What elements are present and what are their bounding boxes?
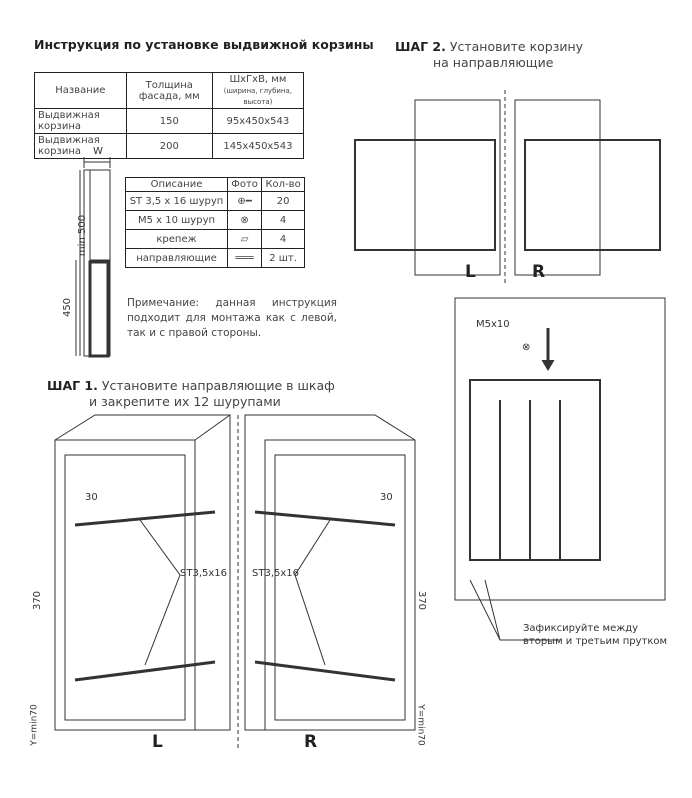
table-row: направляющие═══2 шт.	[124, 248, 305, 268]
width-dimension: W	[93, 146, 103, 157]
spacing-dimension-right: 370	[416, 590, 428, 611]
right-label: R	[532, 262, 546, 282]
right-label: R	[304, 732, 318, 752]
offset-dimension-left: 30	[85, 492, 98, 503]
bolt-label: M5x10	[476, 319, 510, 330]
ymin-left: Y=min70	[29, 704, 40, 746]
table-row: крепеж▱4	[124, 229, 305, 249]
page-title: Инструкция по установке выдвижной корзин…	[34, 37, 374, 52]
height-dimension: 450	[62, 297, 74, 318]
table-row: M5 x 10 шуруп⊗4	[124, 210, 305, 230]
left-label: L	[152, 732, 163, 752]
screw-label-right: ST3,5x16	[252, 568, 300, 579]
header-name: Название	[34, 72, 127, 109]
left-label: L	[465, 262, 476, 282]
bolt-icon: ⊗	[522, 342, 531, 353]
screw-label-left: ST3,5x16	[180, 568, 228, 579]
ymin-right: Y=min70	[415, 704, 426, 746]
header-thickness: Толщина фасада, мм	[125, 72, 213, 109]
spacing-dimension-left: 370	[32, 590, 44, 611]
min-height-dimension: min 500	[77, 214, 89, 257]
header-dims: ШхГхВ, мм(ширина, глубина, высота)	[211, 72, 305, 109]
note: Примечание: данная инструкция подходит д…	[127, 297, 337, 339]
rail-icon: ═══	[227, 248, 263, 268]
offset-dimension-right: 30	[380, 492, 393, 503]
